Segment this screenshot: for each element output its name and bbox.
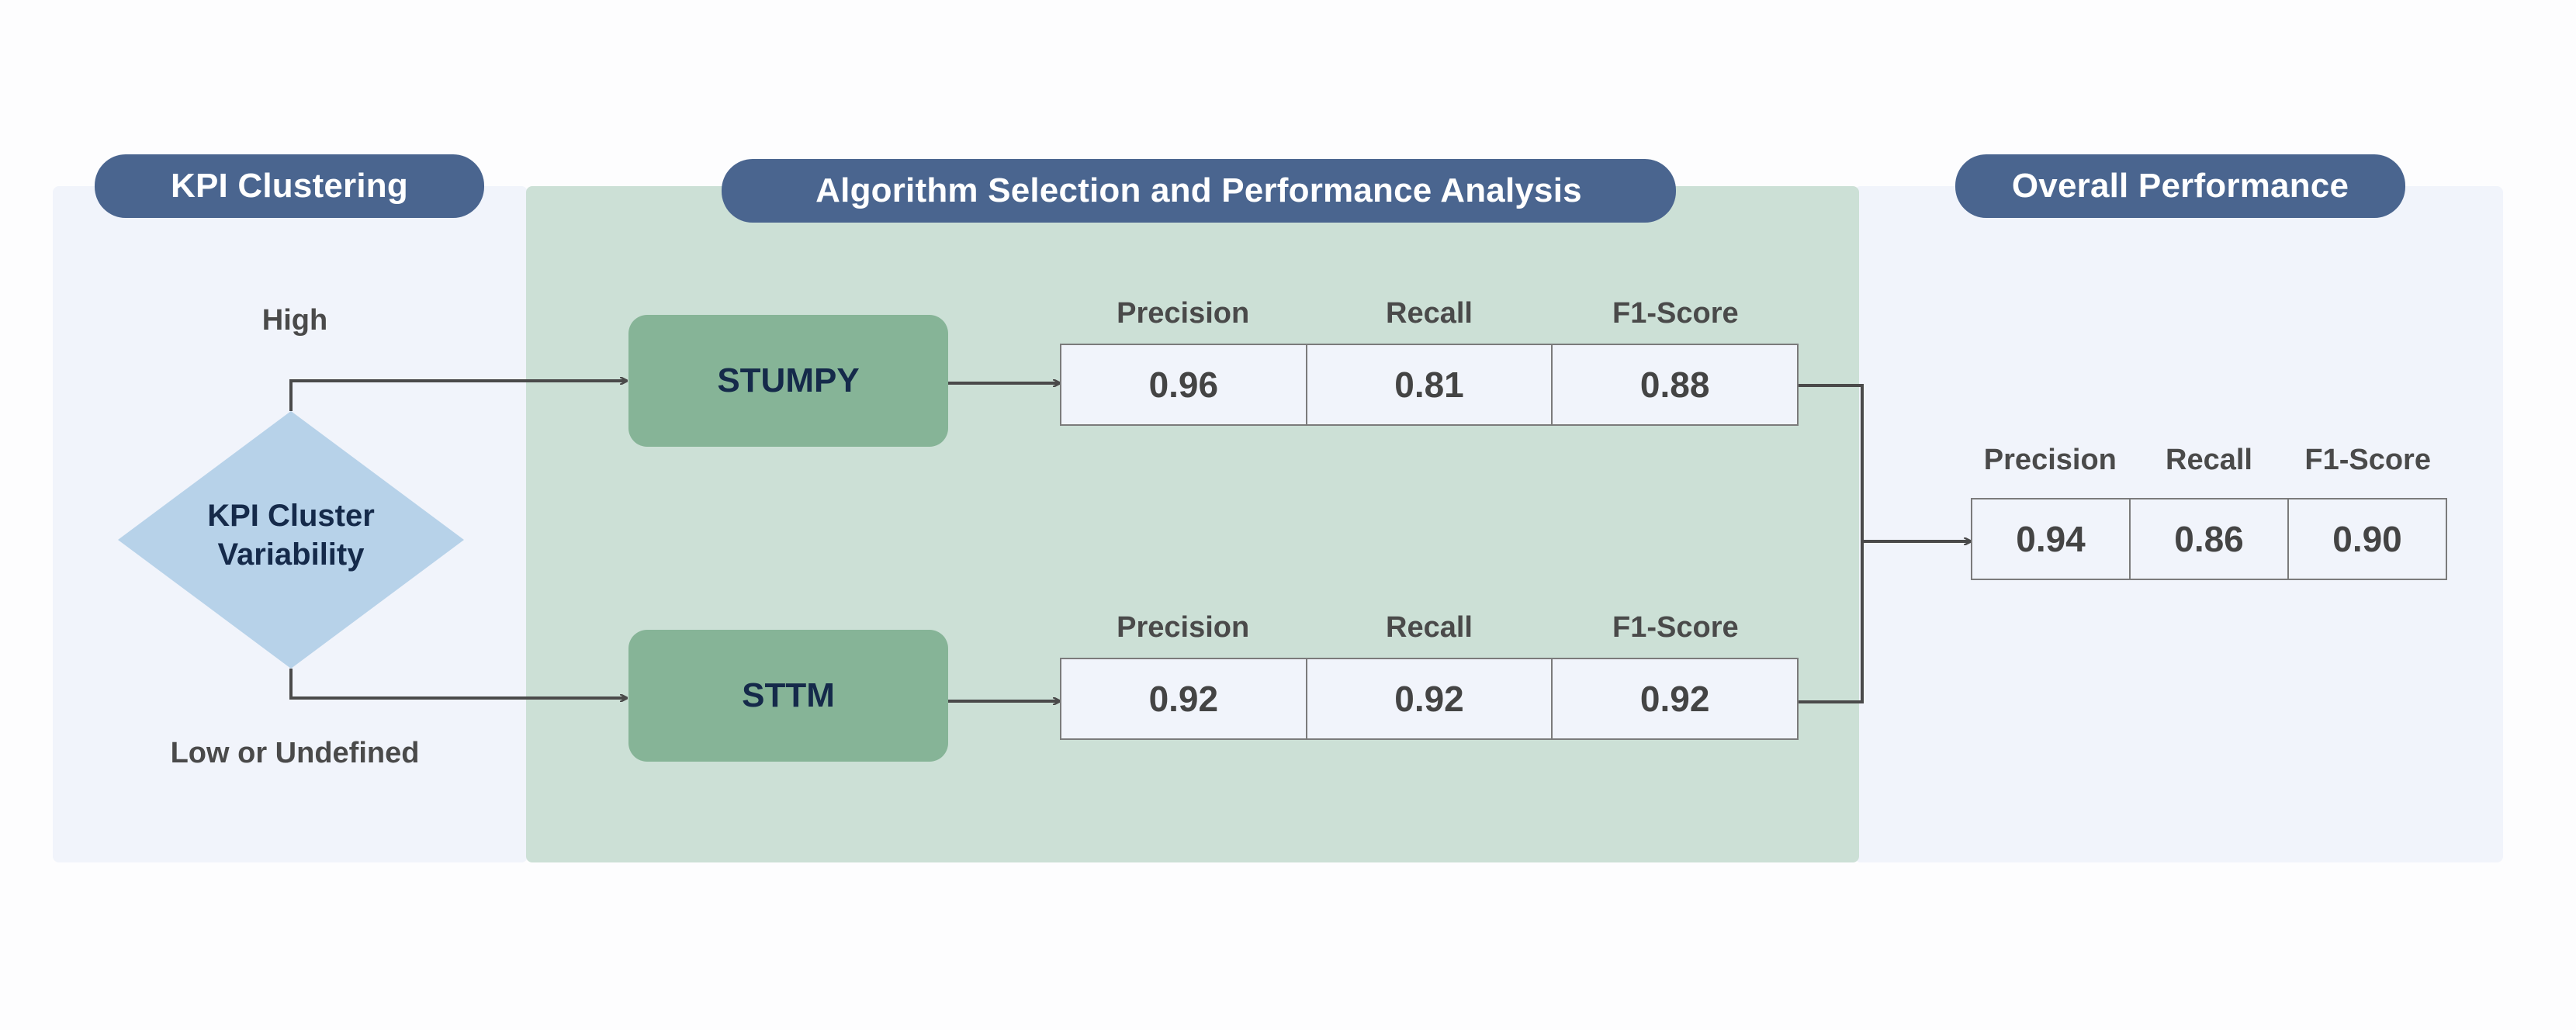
header-f1: F1-Score [1612, 296, 1739, 330]
decision-line-1: KPI Cluster [207, 499, 375, 533]
header-recall: Recall [1386, 610, 1473, 644]
branch-low-label: Low or Undefined [170, 736, 420, 769]
decision-line-2: Variability [217, 537, 365, 572]
branch-high-label: High [261, 303, 328, 337]
overall-precision: 0.94 [2016, 519, 2086, 559]
overall-recall: 0.86 [2129, 499, 2287, 579]
algorithm-selection-header-label: Algorithm Selection and Performance Anal… [815, 171, 1582, 209]
overall-metric-headers: Precision Recall F1-Score [1971, 437, 2447, 482]
sttm-box: STTM [628, 630, 948, 762]
sttm-f1: 0.92 [1551, 659, 1797, 738]
decision-diamond-shape [118, 411, 464, 669]
overall-f1: 0.90 [2287, 499, 2446, 579]
stumpy-metric-headers: Precision Recall F1-Score [1060, 291, 1799, 336]
sttm-metrics-table: 0.92 0.92 0.92 [1060, 658, 1799, 740]
connector-merge-top [1799, 384, 1864, 703]
header-precision: Precision [1117, 296, 1250, 330]
kpi-clustering-header: KPI Clustering [95, 154, 484, 218]
stumpy-metrics-table: 0.96 0.81 0.88 [1060, 344, 1799, 426]
overall-metrics-table: 0.94 0.86 0.90 [1971, 498, 2447, 580]
kpi-clustering-header-label: KPI Clustering [171, 167, 408, 205]
connector-low [289, 669, 627, 698]
header-f1: F1-Score [1612, 610, 1739, 644]
header-recall: Recall [1386, 296, 1473, 330]
decision-diamond-label: KPI Cluster Variability [175, 496, 407, 582]
overall-performance-header-label: Overall Performance [2011, 167, 2349, 205]
sttm-precision: 0.92 [1148, 679, 1219, 719]
sttm-metric-headers: Precision Recall F1-Score [1060, 605, 1799, 650]
stumpy-box: STUMPY [628, 315, 948, 447]
stumpy-precision: 0.96 [1148, 365, 1219, 405]
algorithm-selection-header: Algorithm Selection and Performance Anal… [722, 159, 1676, 223]
header-precision: Precision [1983, 443, 2117, 476]
header-f1: F1-Score [2304, 443, 2431, 476]
sttm-label: STTM [742, 676, 835, 714]
sttm-recall: 0.92 [1305, 659, 1552, 738]
stumpy-label: STUMPY [717, 361, 860, 399]
header-precision: Precision [1117, 610, 1250, 644]
overall-performance-header: Overall Performance [1955, 154, 2405, 218]
stumpy-f1: 0.88 [1551, 345, 1797, 424]
stumpy-recall: 0.81 [1305, 345, 1552, 424]
header-recall: Recall [2166, 443, 2252, 476]
connector-high [289, 381, 627, 411]
